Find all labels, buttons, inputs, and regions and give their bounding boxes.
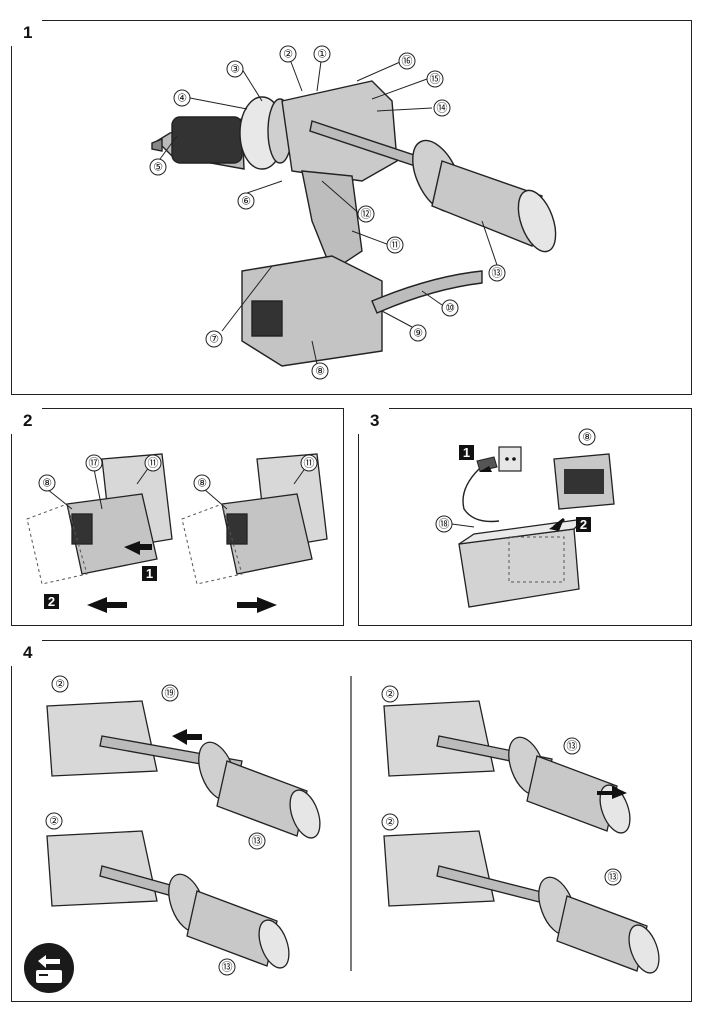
callout-3: ③ (230, 63, 240, 76)
figure-panel-1: 1 (11, 20, 692, 395)
callout-19: ⑲ (165, 687, 176, 700)
step-label-2: 2 (580, 517, 587, 532)
panel-number: 4 (11, 640, 58, 666)
callout-13: ⑬ (252, 835, 263, 848)
callout-14: ⑭ (437, 102, 448, 115)
drill-overview-illustration: ① ② ③ ④ ⑤ ⑥ ⑦ ⑧ ⑨ ⑩ ⑪ ⑫ ⑬ ⑭ ⑮ ⑯ (149, 45, 557, 380)
callout-18: ⑱ (439, 518, 450, 531)
callout-2: ② (55, 678, 65, 691)
panel-number: 3 (358, 408, 405, 434)
back-arrow-icon (36, 955, 62, 983)
callout-8: ⑧ (42, 477, 52, 490)
callout-16: ⑯ (402, 55, 413, 68)
callout-9: ⑨ (413, 327, 423, 340)
callout-13: ⑬ (608, 871, 619, 884)
callout-2: ② (385, 688, 395, 701)
step-label-2: 2 (48, 594, 55, 609)
figure-panel-2: 2 1 2 (11, 408, 344, 626)
back-button[interactable] (24, 943, 74, 993)
callout-13: ⑬ (222, 961, 233, 974)
callout-4: ④ (177, 92, 187, 105)
battery-removal-illustration: 1 2 ⑧ ⑰ ⑪ ⑧ ⑪ (26, 453, 328, 613)
callout-11: ⑪ (304, 457, 315, 470)
callout-13: ⑬ (567, 740, 578, 753)
callout-8: ⑧ (582, 431, 592, 444)
callout-6: ⑥ (241, 195, 251, 208)
callout-1: ① (317, 48, 327, 61)
callout-2: ② (283, 48, 293, 61)
callout-8: ⑧ (315, 365, 325, 378)
callout-2: ② (385, 816, 395, 829)
figure-panel-3: 3 1 2 ⑧ ⑱ (358, 408, 692, 626)
side-handle-installation-illustration: ② ⑲ ⑬ ② ⑬ ② ⑬ ② ⑬ (45, 675, 660, 976)
callout-8: ⑧ (197, 477, 207, 490)
callout-12: ⑫ (361, 208, 372, 221)
callout-5: ⑤ (153, 161, 163, 174)
step-label-1: 1 (146, 566, 153, 581)
callout-2: ② (49, 815, 59, 828)
step-label-1: 1 (463, 445, 470, 460)
callout-7: ⑦ (209, 333, 219, 346)
panel-number: 1 (11, 20, 58, 46)
figure-panel-4: 4 (11, 640, 692, 1002)
callout-13: ⑬ (492, 267, 503, 280)
callout-11: ⑪ (148, 457, 159, 470)
callout-10: ⑩ (445, 302, 455, 315)
callout-17: ⑰ (89, 457, 100, 470)
callout-15: ⑮ (430, 73, 441, 86)
panel-number: 2 (11, 408, 58, 434)
battery-charging-illustration: 1 2 ⑧ ⑱ (435, 428, 615, 608)
callout-11: ⑪ (390, 239, 401, 252)
